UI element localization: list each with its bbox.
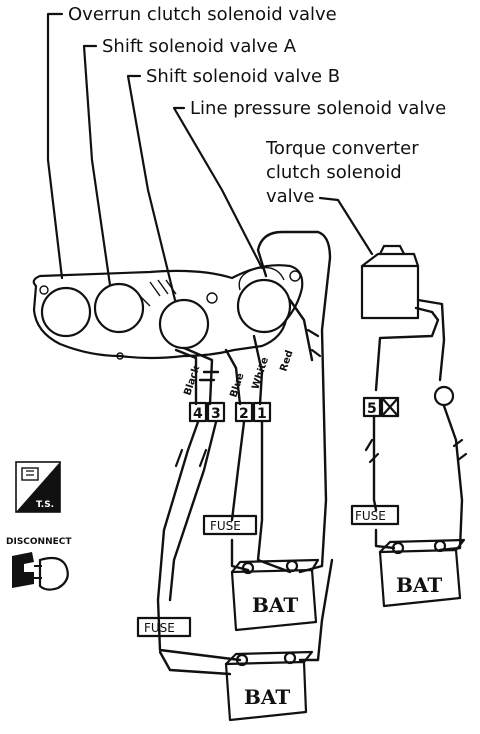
leader-overrun <box>46 12 64 280</box>
wire-label-blue: Blue <box>228 372 246 399</box>
battery-label-right: BAT <box>396 573 442 597</box>
label-tcc-line3: valve <box>266 186 314 207</box>
ts-icon: T.S. <box>15 461 61 513</box>
fuse-label-upper: FUSE <box>210 519 241 533</box>
test-leads-right <box>364 404 468 552</box>
overrun-clutch-valve <box>40 286 92 338</box>
mount-hole-left <box>39 285 49 295</box>
terminal-4: 4 <box>193 406 203 422</box>
line-pressure-valve <box>236 278 292 334</box>
label-shift-solenoid-b: Shift solenoid valve B <box>146 66 340 87</box>
shift-valve-b <box>158 298 210 350</box>
ts-label: T.S. <box>36 500 54 510</box>
terminal-connector: 4 3 2 1 <box>188 401 272 423</box>
battery-label-upper: BAT <box>252 593 298 617</box>
terminal-3: 3 <box>211 406 221 422</box>
solenoid-valve-body <box>32 264 304 360</box>
mount-hole-mid <box>206 292 218 304</box>
battery-upper: BAT <box>230 558 320 632</box>
battery-lower: BAT <box>224 650 314 722</box>
label-overrun-clutch: Overrun clutch solenoid valve <box>68 4 337 25</box>
leader-line-pressure <box>172 106 264 270</box>
battery-right: BAT <box>378 538 466 608</box>
disconnect-icon <box>12 552 69 591</box>
leader-shift-a <box>82 44 112 287</box>
disconnect-label: DISCONNECT <box>6 537 72 547</box>
harness-wires <box>174 334 264 406</box>
tcc-solenoid <box>360 244 455 407</box>
fuse-right: FUSE <box>350 504 400 526</box>
mount-hole-right <box>289 270 301 282</box>
terminal-2: 2 <box>239 406 249 422</box>
mount-hole-bottom <box>116 352 124 360</box>
label-shift-solenoid-a: Shift solenoid valve A <box>102 36 297 57</box>
fuse-label-right: FUSE <box>355 509 386 523</box>
terminal-5-connector: 5 <box>362 396 400 418</box>
fuse-upper: FUSE <box>202 514 258 536</box>
label-tcc-line2: clutch solenoid <box>266 162 402 183</box>
fuse-label-lower: FUSE <box>144 621 175 635</box>
shift-valve-a <box>93 282 145 334</box>
leader-shift-b <box>126 74 177 302</box>
label-tcc-line1: Torque converter <box>265 138 419 159</box>
wire-label-red: Red <box>278 349 295 373</box>
fuse-lower: FUSE <box>136 616 192 638</box>
battery-label-lower: BAT <box>244 685 290 709</box>
label-line-pressure: Line pressure solenoid valve <box>190 98 446 119</box>
terminal-5: 5 <box>367 401 377 417</box>
ring-terminal <box>433 385 455 407</box>
wire-label-white: White <box>250 356 271 391</box>
test-leads-main <box>156 230 334 676</box>
callout-leaders <box>46 12 374 302</box>
leader-tcc <box>318 196 374 256</box>
terminal-1: 1 <box>257 406 267 422</box>
